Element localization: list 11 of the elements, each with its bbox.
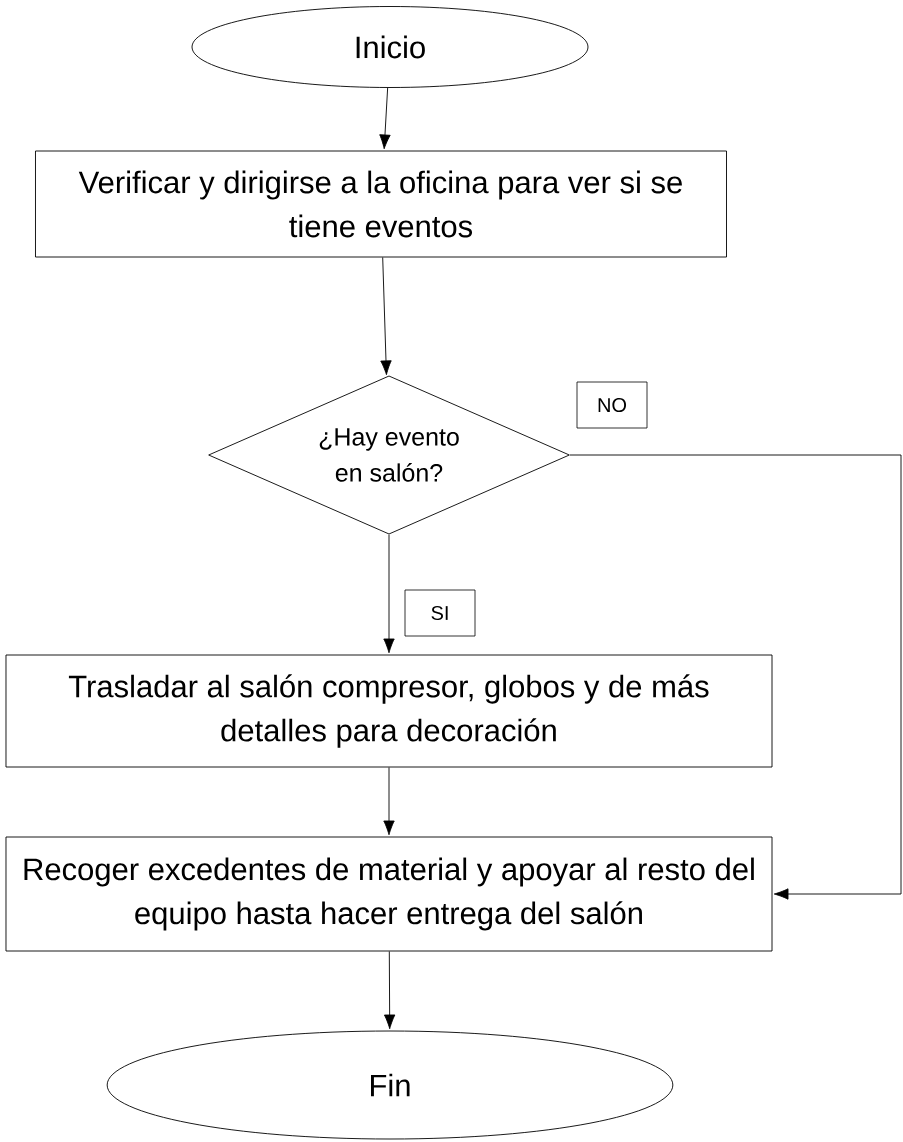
process-box: Recoger excedentes de material y apoyar al resto del equipo hasta hacer entrega del salón: [5, 836, 773, 952]
edge-label: SI: [404, 589, 476, 637]
arrow: [384, 951, 396, 1030]
arrow: [383, 767, 395, 836]
arrow: [569, 454, 902, 900]
edge-label: NO: [576, 381, 648, 429]
arrow: [380, 257, 392, 376]
process-box: Verificar y dirigirse a la oficina para ver si se tiene eventos: [35, 150, 727, 258]
process-box: Trasladar al salón compresor, globos y de más detalles para decoración: [5, 654, 773, 768]
arrow: [383, 534, 395, 654]
arrow: [379, 87, 391, 150]
